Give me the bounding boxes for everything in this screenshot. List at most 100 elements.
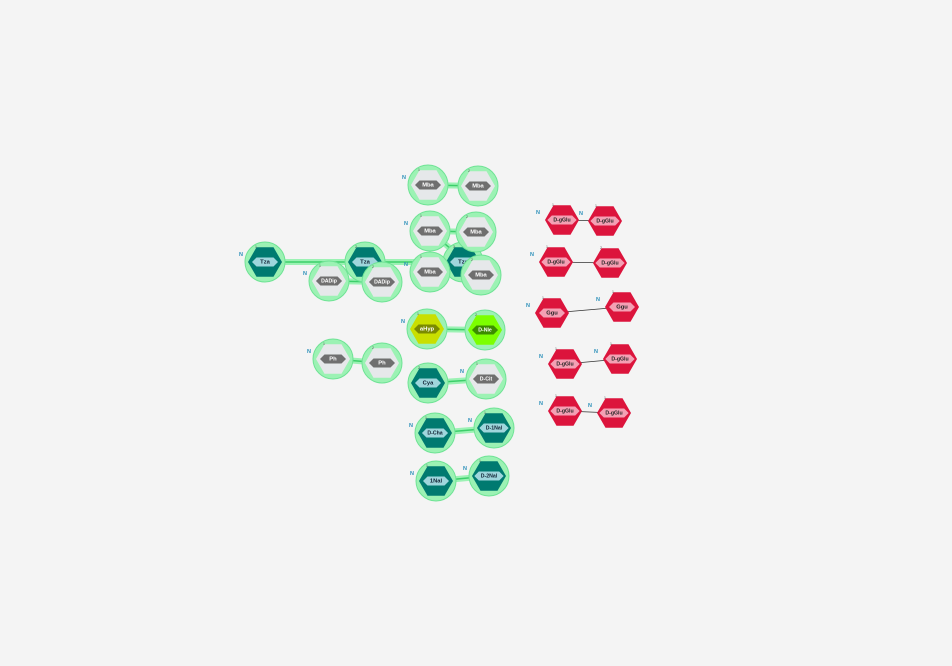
monomer-index: 1	[479, 459, 481, 463]
monomer-dnle[interactable]: D-Nle	[464, 309, 506, 351]
monomer-index: 1	[420, 255, 422, 259]
monomer-index: 2	[468, 169, 470, 173]
monomer-label: D-gGlu	[556, 409, 573, 415]
monomer-label-bg	[417, 226, 443, 236]
n-terminus-label: N	[401, 319, 405, 325]
monomer-mba-6[interactable]: Mba	[460, 254, 502, 296]
n-terminus-label: N	[530, 252, 534, 258]
n-terminus-label: N	[303, 271, 307, 277]
n-terminus-label: N	[539, 401, 543, 407]
monomer-label: Mba	[475, 273, 487, 279]
monomer-label-bg	[468, 270, 494, 280]
monomer-index: 1	[542, 296, 544, 300]
monomer-label: D-Cha	[427, 431, 442, 437]
n-terminus-label: N	[307, 349, 311, 355]
monomer-label-bg	[415, 180, 441, 190]
monomer-index: 1	[476, 362, 478, 366]
monomer-label-bg	[479, 423, 509, 433]
monomer-dgglu-3[interactable]: D-gGlu	[539, 247, 573, 277]
monomer-label-bg	[547, 215, 577, 225]
monomer-label: D-Cit	[480, 377, 493, 383]
monomer-label: D-2Nal	[481, 474, 498, 480]
monomer-index: 1	[319, 264, 321, 268]
n-terminus-label: N	[468, 418, 472, 424]
monomer-cya[interactable]: Cya	[407, 362, 449, 404]
monomer-index: 1	[255, 245, 257, 249]
monomer-dgglu-1[interactable]: D-gGlu	[545, 205, 579, 235]
monomer-dgglu-7[interactable]: D-gGlu	[548, 396, 582, 426]
monomer-d2nal[interactable]: D-2Nal	[468, 455, 510, 497]
monomer-dgglu-5[interactable]: D-gGlu	[548, 349, 582, 379]
monomer-label-bg	[368, 277, 396, 287]
monomer-label-bg	[550, 359, 580, 369]
monomer-mba-4[interactable]: Mba	[455, 211, 497, 253]
monomer-ph-1[interactable]: Ph	[312, 338, 354, 380]
monomer-index: 2	[471, 258, 473, 262]
monomer-index: 3	[453, 245, 455, 249]
monomer-index: 1	[418, 168, 420, 172]
monomer-dgglu-8[interactable]: D-gGlu	[597, 398, 631, 428]
monomer-nal1[interactable]: 1Nal	[415, 460, 457, 502]
n-terminus-label: N	[239, 252, 243, 258]
n-terminus-label: N	[539, 354, 543, 360]
monomer-dgglu-4[interactable]: D-gGlu	[593, 248, 627, 278]
monomer-dgglu-2[interactable]: D-gGlu	[588, 206, 622, 236]
monomer-label: Tza	[360, 260, 370, 266]
monomer-label: D-gGlu	[605, 411, 622, 417]
monomer-label-bg	[369, 358, 395, 368]
monomer-index: 2	[600, 246, 602, 250]
monomer-index: 1	[484, 411, 486, 415]
monomer-label: Ph	[378, 361, 386, 367]
monomer-label-bg	[605, 354, 635, 364]
monomer-label: D-Nle	[478, 328, 492, 334]
monomer-dadip-2[interactable]: DADip	[361, 261, 403, 303]
monomer-label-bg	[550, 406, 580, 416]
monomer-gglu-1[interactable]: Ggu	[535, 298, 569, 328]
monomer-label: aHyp	[420, 327, 435, 333]
monomer-label: 1Nal	[430, 479, 443, 485]
monomer-index: 2	[475, 313, 477, 317]
monomer-mba-3[interactable]: Mba	[409, 210, 451, 252]
monomer-label: Mba	[424, 229, 436, 235]
monomer-ph-2[interactable]: Ph	[361, 342, 403, 384]
monomer-mba-5[interactable]: Mba	[409, 251, 451, 293]
n-terminus-label: N	[460, 369, 464, 375]
monomer-label-bg	[595, 258, 625, 268]
monomer-label-bg	[463, 227, 489, 237]
n-terminus-label: N	[536, 210, 540, 216]
monomer-index: 1	[323, 342, 325, 346]
monomer-label-bg	[252, 257, 278, 267]
monomer-label-bg	[315, 276, 343, 286]
monomer-label: D-gGlu	[596, 219, 613, 225]
n-terminus-label: N	[579, 211, 583, 217]
monomer-mba-1[interactable]: Mba	[407, 164, 449, 206]
monomer-label: Cya	[423, 381, 434, 387]
monomer-index: 2	[372, 346, 374, 350]
monomer-dgglu-6[interactable]: D-gGlu	[603, 344, 637, 374]
monomer-label-bg	[423, 476, 449, 486]
monomer-label: Tza	[260, 260, 270, 266]
monomer-ahyp[interactable]: aHyp	[406, 308, 448, 350]
monomer-tza-1[interactable]: Tza	[244, 241, 286, 283]
monomer-index: 1	[426, 464, 428, 468]
monomer-dcha[interactable]: D-Cha	[414, 412, 456, 454]
monomer-d1nal[interactable]: D-1Nal	[473, 407, 515, 449]
n-terminus-label: N	[404, 221, 408, 227]
monomer-label: Mba	[424, 270, 436, 276]
monomer-index: 2	[372, 265, 374, 269]
monomer-dcit[interactable]: D-Cit	[465, 358, 507, 400]
n-terminus-label: N	[402, 175, 406, 181]
monomer-label: Ph	[329, 357, 337, 363]
monomer-index: 1	[546, 245, 548, 249]
monomer-label-bg	[474, 471, 504, 481]
monomer-label-bg	[414, 324, 440, 334]
monomer-mba-2[interactable]: Mba	[457, 165, 499, 207]
monomer-dadip-1[interactable]: DADip	[308, 260, 350, 302]
monomer-label: Tza	[458, 260, 468, 266]
monomer-label-bg	[541, 257, 571, 267]
monomer-gglu-2[interactable]: Ggu	[605, 292, 639, 322]
monomer-label: D-gGlu	[556, 362, 573, 368]
monomer-label: D-gGlu	[611, 357, 628, 363]
